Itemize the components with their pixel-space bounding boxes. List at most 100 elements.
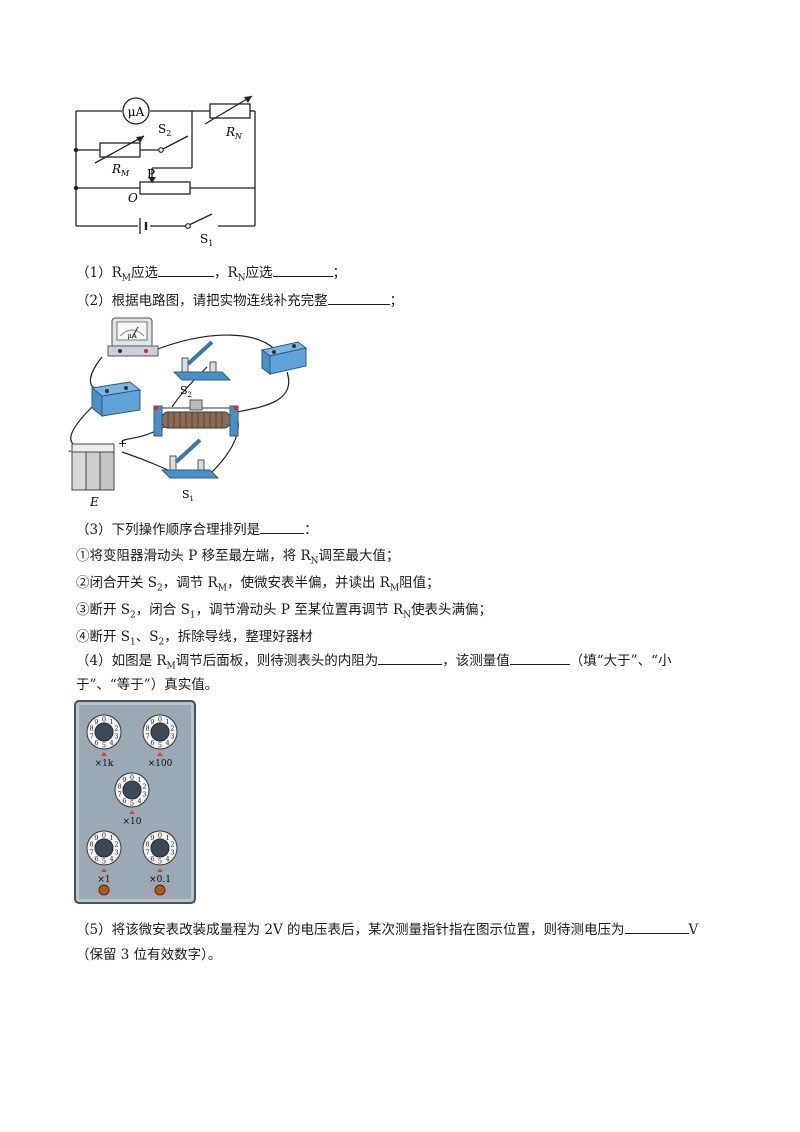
dial-digit: 1 — [166, 834, 170, 842]
dial-digit: 9 — [150, 718, 154, 726]
dial-digit: 2 — [114, 725, 118, 733]
meter-label: μA — [128, 105, 145, 119]
battery-label: E — [89, 495, 99, 509]
q3-step-3: ③断开 S2，闭合 S1，调节滑动头 P 至某位置再调节 RN使表头满偏； — [76, 602, 493, 621]
q4-mid1: 调节后面板，则待测表头的内阻为 — [175, 653, 379, 669]
q1-mid1: 应选 — [130, 265, 158, 281]
dial-digit: 8 — [146, 725, 150, 733]
q5-unit: V — [688, 922, 699, 938]
dial-digit: 4 — [166, 855, 170, 863]
physical-s2-label: S2 — [180, 384, 192, 399]
q3-step-1: ①将变阻器滑动头 P 移至最左端，将 RN调至最大值； — [76, 548, 400, 567]
physical-switch-s2: S2 — [172, 340, 232, 399]
q2-suffix: ； — [389, 293, 404, 309]
rm-sub: M — [120, 169, 130, 178]
dial-digit: 4 — [138, 797, 142, 805]
dial-digit: 6 — [94, 855, 98, 863]
q1-sub2: N — [237, 273, 246, 284]
svg-text:S1: S1 — [200, 232, 213, 248]
q4-prefix: （4）如图是 R — [76, 653, 167, 669]
answer-blank-wiring[interactable] — [327, 290, 390, 305]
dial-knob — [94, 722, 114, 742]
dial-digit: 0 — [158, 716, 162, 724]
rn-sub: N — [234, 132, 243, 141]
dial-digit: 5 — [158, 742, 162, 750]
dial-digit: 3 — [170, 849, 174, 857]
dial-digit: 7 — [146, 733, 150, 741]
answer-blank-comparison[interactable] — [509, 650, 570, 665]
svg-text:RN: RN — [225, 125, 243, 141]
q4-mid3: （填“大于”、“小 — [569, 653, 672, 669]
q1-suffix: ； — [332, 265, 347, 281]
dial-digit: 8 — [90, 841, 94, 849]
q5-prefix: （5）将该微安表改装成量程为 2V 的电压表后，某次测量指针指在图示位置，则待测… — [76, 922, 625, 938]
physical-resistance-box-right — [260, 341, 308, 375]
answer-blank-voltage[interactable] — [624, 919, 689, 934]
answer-blank-order[interactable] — [260, 519, 305, 534]
dial-digit: 0 — [158, 832, 162, 840]
dial-digit: 6 — [150, 739, 154, 747]
dial-digit: 9 — [94, 718, 98, 726]
dial-digit: 1 — [110, 718, 114, 726]
dial-digit: 5 — [158, 858, 162, 866]
dial-digit: 3 — [114, 733, 118, 741]
dial-digit: 2 — [170, 841, 174, 849]
q3-step-4: ④断开 S1、S2，拆除导线，整理好器材 — [76, 629, 313, 648]
s1-sub: 1 — [208, 239, 213, 248]
q1-prefix: （1）R — [76, 265, 122, 281]
battery-minus: - — [68, 444, 72, 457]
dial-pointer-icon — [129, 810, 135, 814]
dial-digit: 5 — [130, 800, 134, 808]
terminal-icon[interactable] — [98, 884, 110, 896]
question-5-line-2: （保留 3 位有效数字）。 — [76, 945, 221, 965]
q5-line2: （保留 3 位有效数字）。 — [76, 947, 222, 963]
dial-digit: 1 — [110, 834, 114, 842]
q4-line2: 于”、“等于”）真实值。 — [76, 677, 219, 693]
dial-digit: 1 — [138, 776, 142, 784]
s1-label: S — [200, 232, 208, 246]
question-4: （4）如图是 RM调节后面板，则待测表头的内阻为，该测量值（填“大于”、“小 — [76, 650, 671, 677]
dial-pointer-icon — [157, 752, 163, 756]
dial-digit: 7 — [118, 791, 122, 799]
dial-digit: 4 — [110, 739, 114, 747]
dial-digit: 2 — [114, 841, 118, 849]
physical-s1-label: S1 — [182, 488, 194, 503]
dial-multiplier-label: ×10 — [123, 817, 142, 827]
physical-switch-s1: S1 — [160, 438, 220, 503]
question-5: （5）将该微安表改装成量程为 2V 的电压表后，某次测量指针指在图示位置，则待测… — [76, 919, 698, 940]
dial-multiplier-label: ×100 — [148, 759, 173, 769]
dial-multiplier-label: ×1 — [97, 875, 110, 885]
battery-plus: + — [118, 437, 127, 450]
dial-digit: 3 — [142, 791, 146, 799]
wiring-figure: μA S2 — [68, 317, 308, 509]
dial-digit: 4 — [110, 855, 114, 863]
dial-digit: 0 — [102, 832, 106, 840]
q1-sub1: M — [121, 273, 131, 284]
circuit-diagram: μA RN RM S2 S1 P O — [73, 95, 256, 248]
dial-digit: 6 — [94, 739, 98, 747]
s2-label: S — [158, 122, 166, 136]
dial-knob — [122, 780, 142, 800]
dial-digit: 4 — [166, 739, 170, 747]
answer-blank-rm[interactable] — [157, 262, 214, 277]
answer-blank-rn[interactable] — [272, 262, 333, 277]
dial-digit: 8 — [90, 725, 94, 733]
terminal-icon[interactable] — [154, 884, 166, 896]
question-4-line-2: 于”、“等于”）真实值。 — [76, 675, 218, 695]
dial-pointer-icon — [157, 868, 163, 872]
svg-text:S2: S2 — [158, 122, 171, 138]
physical-battery: - + E — [68, 437, 127, 509]
s2-sub: 2 — [166, 129, 171, 138]
dial-digit: 0 — [130, 774, 134, 782]
q3-step-2: ②闭合开关 S2，调节 RM，使微安表半偏，并读出 RM阻值； — [76, 575, 440, 594]
dial-digit: 9 — [122, 776, 126, 784]
q3-text: （3）下列操作顺序合理排列是 — [76, 522, 261, 538]
q2-text: （2）根据电路图，请把实物连线补充完整 — [76, 293, 328, 309]
answer-blank-resistance[interactable] — [378, 650, 443, 665]
